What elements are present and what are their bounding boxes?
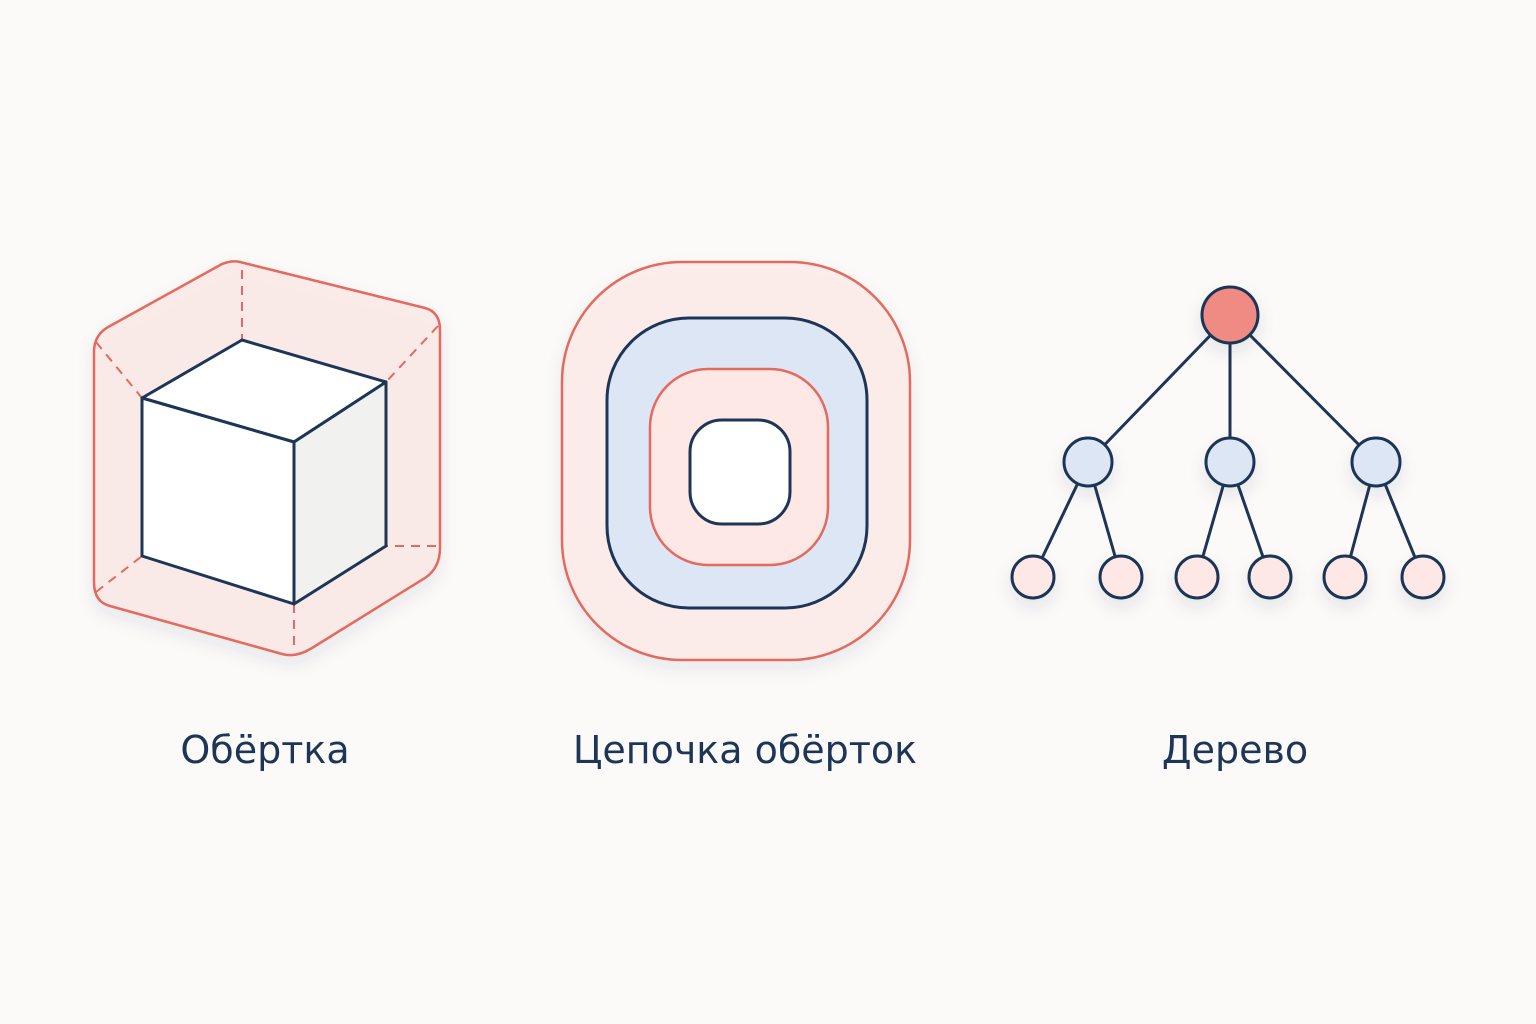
- wrapper-dashed-edges: [95, 270, 439, 650]
- core-wrapper: [688, 418, 792, 526]
- tree-node-level1: [1204, 436, 1256, 488]
- tree-leaf-node: [1010, 554, 1056, 600]
- tree-root-node: [1200, 285, 1260, 345]
- tree-caption: Дерево: [1161, 728, 1309, 772]
- inner-cube: [140, 338, 388, 606]
- tree-node-level1: [1062, 436, 1114, 488]
- wrapper-caption: Обёртка: [180, 728, 350, 772]
- tree-leaf-node: [1174, 554, 1220, 600]
- tree-leaf-node: [1098, 554, 1144, 600]
- wrapped-cube-icon: [92, 260, 442, 657]
- tree-leaf-node: [1400, 554, 1446, 600]
- chain-caption: Цепочка обёрток: [572, 728, 918, 772]
- chain-figure: [550, 250, 930, 670]
- tree-node-level1: [1350, 436, 1402, 488]
- wrapper-figure: [80, 250, 460, 670]
- tree-leaf-node: [1247, 554, 1293, 600]
- tree-icon: [1010, 285, 1446, 600]
- nested-wrappers-icon: [560, 260, 912, 662]
- tree-leaf-node: [1322, 554, 1368, 600]
- tree-figure: [1000, 270, 1460, 630]
